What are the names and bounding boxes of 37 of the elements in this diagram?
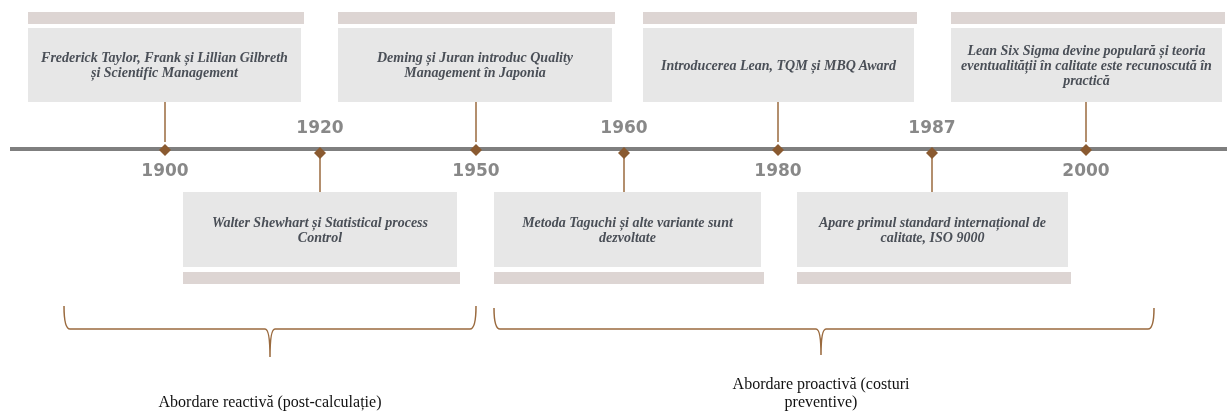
event-box (951, 28, 1222, 102)
stem-line (931, 156, 933, 193)
year-label: 1980 (754, 160, 802, 180)
event-text: Lean Six Sigma devine populară și teoria eventualității în calitate este recunoscută în practică (960, 42, 1213, 88)
diamond-marker (926, 145, 938, 157)
event-text: Frederick Taylor, Frank și Lillian Gilbreth și Scientific Management (40, 50, 289, 80)
stem-line (319, 156, 321, 193)
event-text: Introducerea Lean, TQM și MBQ Award (661, 57, 896, 73)
year-label: 1900 (141, 160, 189, 180)
event-box (494, 192, 761, 267)
diamond-marker (772, 142, 784, 154)
event-box (28, 28, 301, 102)
event-text: Deming și Juran introduc Quality Management în Japonia (375, 50, 574, 80)
year-label: 1987 (908, 117, 956, 137)
stem-line (475, 101, 477, 143)
year-label: 1920 (296, 117, 344, 137)
stem-line (777, 101, 779, 143)
diamond-marker (618, 145, 630, 157)
diamond-marker (314, 145, 326, 157)
event-box (183, 192, 457, 267)
stem-line (623, 156, 625, 193)
event-text: Walter Shewhart și Statistical process Control (211, 214, 429, 245)
event-box (643, 28, 914, 102)
event-text: Apare primul standard internațional de calitate, ISO 9000 (817, 214, 1048, 245)
year-label: 1950 (452, 160, 500, 180)
event-box (797, 192, 1068, 267)
year-label: 2000 (1062, 160, 1110, 180)
year-label: 1960 (600, 117, 648, 137)
period-label: Abordare reactivă (post-calculație) (157, 393, 383, 411)
stem-line (1085, 101, 1087, 143)
event-text: Metoda Taguchi și alte variante sunt dezvoltate (521, 214, 734, 245)
period-label: Abordare proactivă (costuri preventive) (731, 375, 911, 411)
diamond-marker (159, 142, 171, 154)
diamond-marker (470, 142, 482, 154)
stem-line (164, 101, 166, 143)
diamond-marker (1080, 142, 1092, 154)
event-box (338, 28, 612, 102)
